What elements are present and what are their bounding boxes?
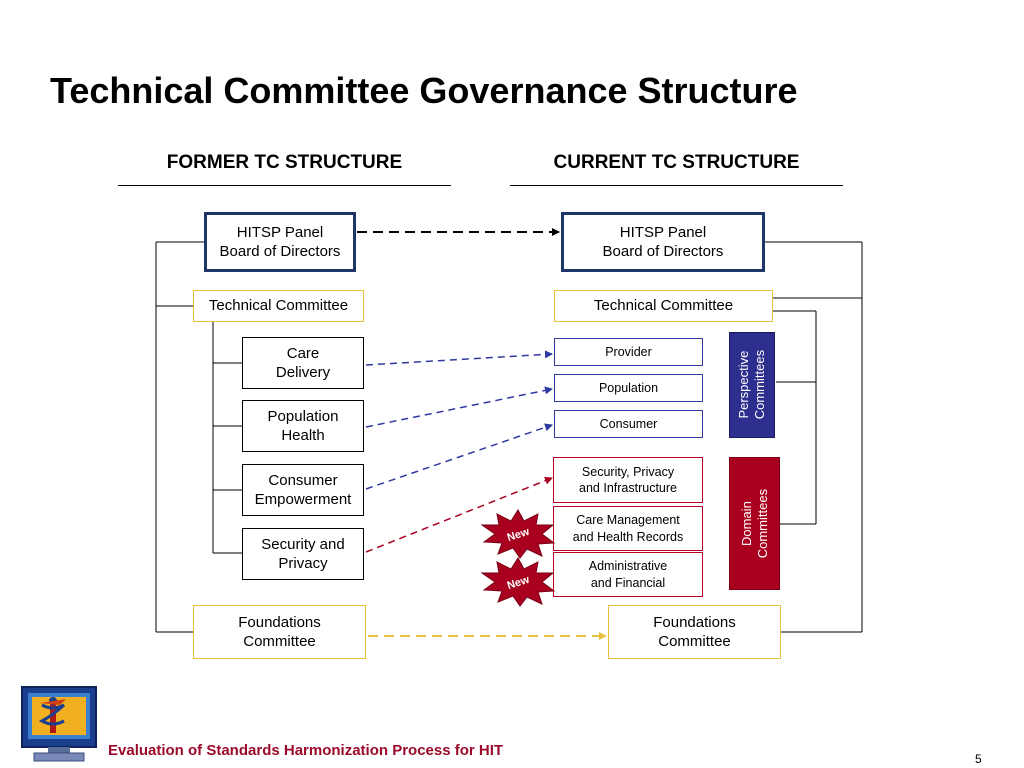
former-heading-rule <box>118 185 451 186</box>
former-technical-committee-box: Technical Committee <box>193 290 364 322</box>
footer-text: Evaluation of Standards Harmonization Pr… <box>108 742 504 759</box>
former-hitsp-panel-box: HITSP Panel Board of Directors <box>204 212 356 272</box>
current-hitsp-panel-box: HITSP Panel Board of Directors <box>561 212 765 272</box>
former-security-privacy-box: Security and Privacy <box>242 528 364 580</box>
current-hitsp-line1: HITSP Panel <box>619 223 707 241</box>
current-heading: CURRENT TC STRUCTURE <box>553 152 800 173</box>
current-security-privacy-infrastructure-box: Security, Privacy and Infrastructure <box>553 457 703 503</box>
current-technical-committee-box: Technical Committee <box>554 290 773 322</box>
current-consumer-box: Consumer <box>554 410 703 438</box>
domain-committees-text: Domain Committees <box>738 488 770 559</box>
former-care-delivery-box: Care Delivery <box>242 337 364 389</box>
former-hitsp-line1: HITSP Panel <box>236 223 324 241</box>
current-foundations-committee-box: Foundations Committee <box>608 605 781 659</box>
former-consumer-empowerment-box: Consumer Empowerment <box>242 464 364 516</box>
current-care-management-box: Care Management and Health Records <box>553 506 703 551</box>
slide-title: Technical Committee Governance Structure <box>50 70 798 111</box>
former-heading: FORMER TC STRUCTURE <box>166 152 403 173</box>
page-number: 5 <box>975 752 982 766</box>
computer-caduceus-icon <box>21 686 97 762</box>
new-badge-1: New <box>480 509 556 559</box>
current-heading-rule <box>510 185 843 186</box>
domain-committees-label: Domain Committees <box>729 457 780 590</box>
current-provider-box: Provider <box>554 338 703 366</box>
perspective-committees-text: Perspective Committees <box>736 350 768 420</box>
former-foundations-committee-box: Foundations Committee <box>193 605 366 659</box>
current-administrative-financial-box: Administrative and Financial <box>553 552 703 597</box>
current-population-box: Population <box>554 374 703 402</box>
former-population-health-box: Population Health <box>242 400 364 452</box>
new-badge-2: New <box>480 557 556 607</box>
former-hitsp-line2: Board of Directors <box>219 243 341 260</box>
current-hitsp-line2: Board of Directors <box>602 243 724 260</box>
perspective-committees-label: Perspective Committees <box>729 332 775 438</box>
